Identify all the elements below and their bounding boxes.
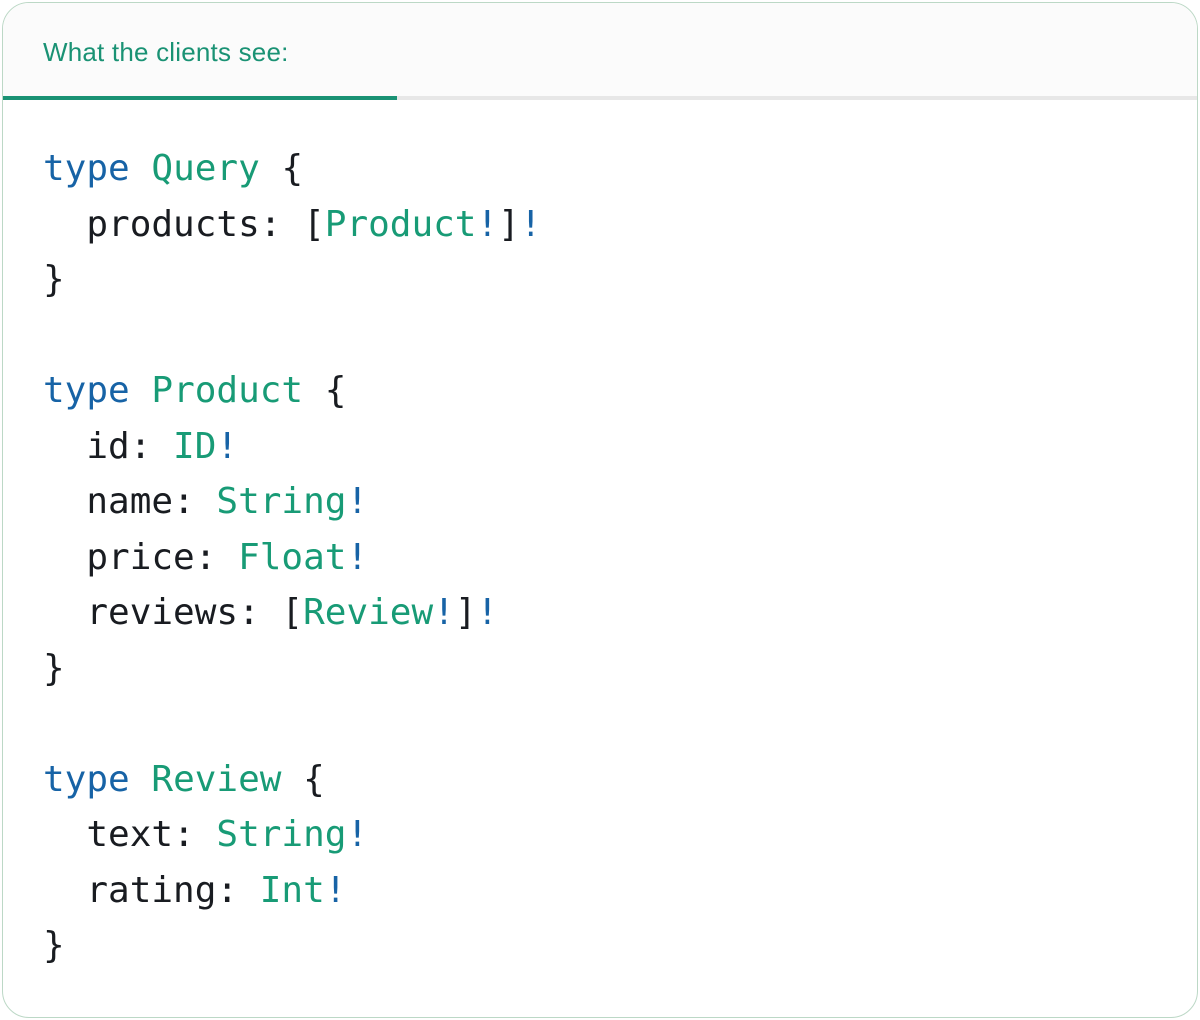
code-token: type xyxy=(43,148,130,189)
code-token: ! xyxy=(433,592,455,633)
code-line: type Review { xyxy=(43,752,1167,808)
code-line: type Query { xyxy=(43,141,1167,197)
code-token: ! xyxy=(216,425,239,467)
code-token: text: xyxy=(43,814,217,855)
code-token: ID xyxy=(173,425,217,467)
code-line: rating: Int! xyxy=(43,863,1167,919)
code-token: Product xyxy=(324,203,477,245)
code-token xyxy=(130,370,152,411)
code-token: } xyxy=(43,259,65,300)
code-token: ! xyxy=(476,203,499,245)
code-token: ] xyxy=(498,203,520,245)
code-token: ! xyxy=(476,592,499,633)
code-line: price: Float! xyxy=(43,530,1167,586)
code-line: reviews: [Review!]! xyxy=(43,585,1167,641)
code-line: id: ID! xyxy=(43,419,1167,475)
code-line: products: [Product!]! xyxy=(43,197,1167,253)
code-line: type Product { xyxy=(43,363,1167,419)
code-token: Query xyxy=(151,148,260,189)
code-token: String xyxy=(216,481,347,522)
code-token: ] xyxy=(454,592,477,633)
code-token xyxy=(130,148,152,189)
code-token: Review xyxy=(151,758,282,800)
code-token: products: [ xyxy=(43,203,325,245)
code-token: } xyxy=(43,647,65,689)
code-token: { xyxy=(281,758,325,800)
code-token: Float xyxy=(238,536,347,578)
code-token: } xyxy=(43,925,65,966)
code-token: ! xyxy=(346,536,369,578)
code-token: ! xyxy=(346,814,369,855)
code-token: String xyxy=(216,814,347,855)
code-line xyxy=(43,308,1167,364)
code-token: Int xyxy=(259,869,325,911)
code-token: Product xyxy=(151,370,304,411)
code-token: id: xyxy=(43,425,174,467)
code-line: } xyxy=(43,641,1167,697)
code-line: text: String! xyxy=(43,807,1167,863)
code-token: name: xyxy=(43,481,217,522)
code-token: price: xyxy=(43,536,239,578)
code-token xyxy=(130,759,152,800)
panel-header: What the clients see: xyxy=(3,3,1197,100)
code-token: type xyxy=(43,758,130,800)
tab-what-clients-see[interactable]: What the clients see: xyxy=(3,3,397,96)
code-token: reviews: [ xyxy=(43,592,304,633)
code-token: type xyxy=(43,370,130,411)
code-line: } xyxy=(43,252,1167,308)
code-token: ! xyxy=(324,869,347,911)
code-token: { xyxy=(259,148,304,189)
code-block: type Query { products: [Product!]!} type… xyxy=(3,100,1197,974)
code-line xyxy=(43,696,1167,752)
code-token: rating: xyxy=(43,869,260,911)
code-token: { xyxy=(303,370,347,411)
tab-label: What the clients see: xyxy=(43,37,289,67)
code-token: ! xyxy=(519,203,542,245)
code-token: Review xyxy=(303,592,434,633)
code-token: ! xyxy=(346,481,369,522)
code-line: } xyxy=(43,918,1167,974)
active-tab-underline xyxy=(3,96,397,100)
code-line: name: String! xyxy=(43,474,1167,530)
